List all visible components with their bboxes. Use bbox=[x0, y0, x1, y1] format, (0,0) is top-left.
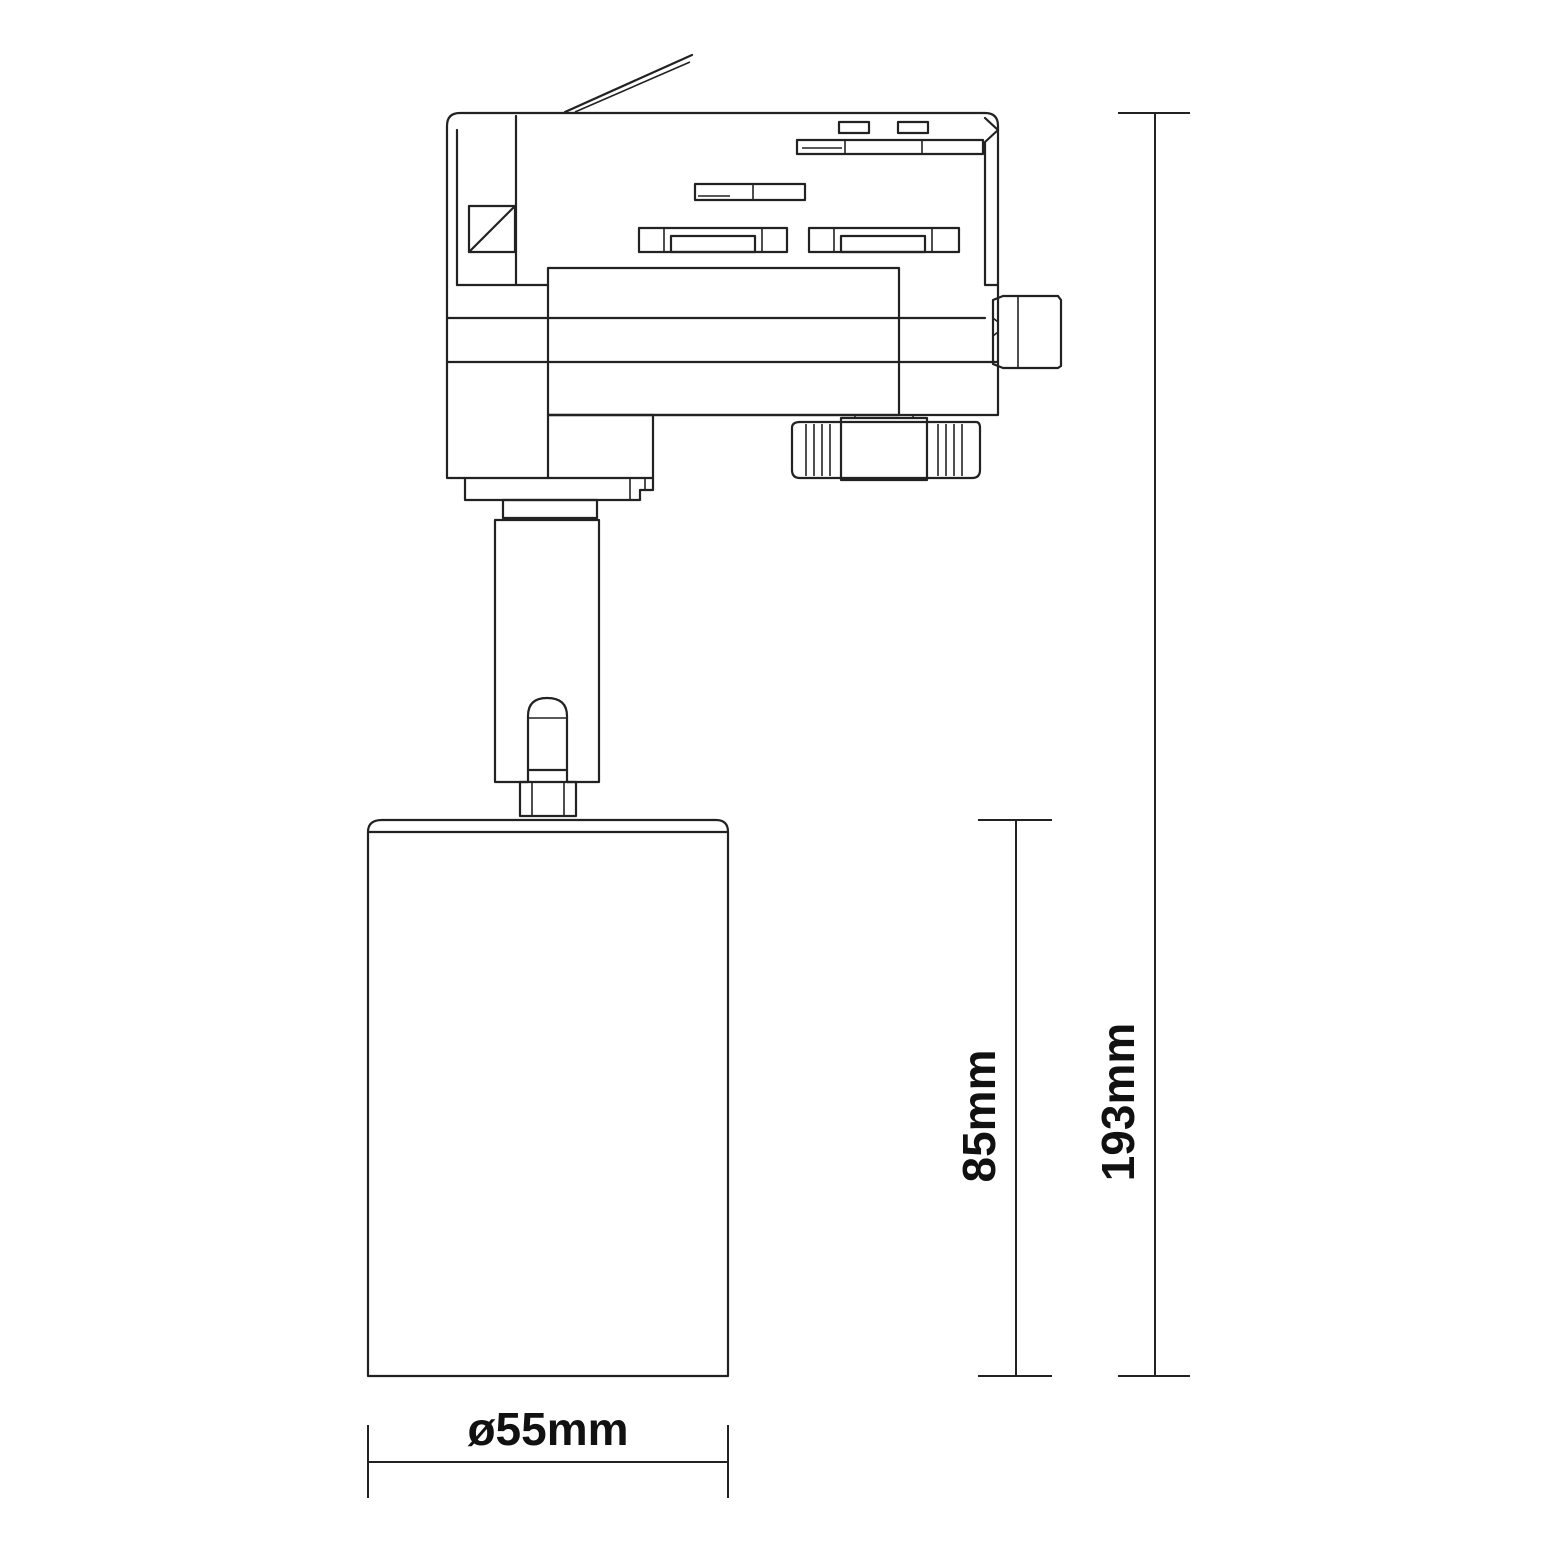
adapter-skirt bbox=[463, 413, 655, 502]
arm-pivot bbox=[526, 696, 569, 772]
adapter-right-profile bbox=[983, 116, 1000, 287]
adapter-contact-strip bbox=[795, 138, 985, 156]
adapter-mid-strip bbox=[693, 182, 807, 202]
arm-tube bbox=[493, 518, 601, 784]
arm-joint bbox=[518, 780, 578, 818]
adapter-clip-left bbox=[637, 226, 789, 254]
dimension-total-height: 193mm bbox=[1092, 112, 1190, 1377]
dim-total-label: 193mm bbox=[1092, 1023, 1144, 1182]
adapter-lever-inner bbox=[574, 61, 691, 113]
dimension-diameter: ø55mm bbox=[367, 1403, 729, 1498]
adapter-slot-2 bbox=[896, 120, 930, 135]
lamp-cylinder bbox=[366, 818, 730, 1378]
adapter-marker-square bbox=[467, 204, 517, 254]
adapter-housing bbox=[445, 111, 1000, 480]
track-adapter bbox=[445, 53, 1063, 502]
adapter-lock-wheel bbox=[790, 420, 982, 480]
spotlight-arm bbox=[493, 498, 601, 818]
adapter-clip-left-inner bbox=[669, 234, 757, 254]
dimension-body-height: 85mm bbox=[953, 819, 1052, 1377]
adapter-lock-knurl-left bbox=[805, 424, 831, 476]
adapter-side-knob bbox=[991, 294, 1063, 370]
adapter-clip-right bbox=[807, 226, 961, 254]
adapter-slot-1 bbox=[837, 120, 871, 135]
adapter-marker-diagonal bbox=[467, 204, 517, 254]
adapter-clip-right-inner bbox=[839, 234, 927, 254]
adapter-side-knob-notch bbox=[992, 317, 999, 337]
adapter-lock-knurl-right bbox=[937, 424, 963, 476]
adapter-lever bbox=[563, 53, 694, 114]
arm-collar bbox=[501, 498, 599, 520]
dim-body-label: 85mm bbox=[953, 1050, 1005, 1183]
lamp-body bbox=[366, 818, 730, 1378]
adapter-center-block bbox=[546, 266, 901, 417]
adapter-lock-hub bbox=[839, 416, 929, 482]
dim-diameter-label: ø55mm bbox=[467, 1403, 628, 1455]
